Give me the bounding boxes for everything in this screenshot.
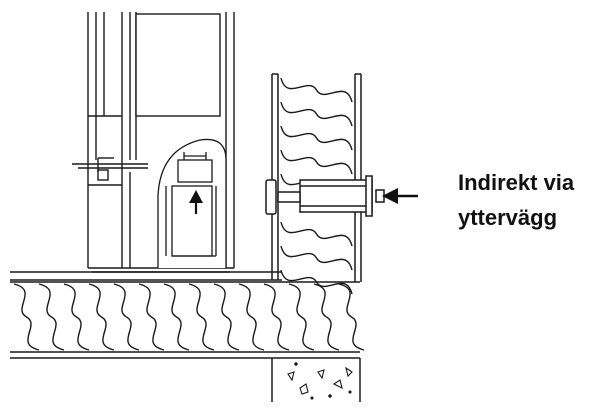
exterior-wall [271, 73, 362, 282]
callout-label-line-1: Indirekt via [458, 170, 575, 195]
callout-label-line-2: yttervägg [458, 205, 558, 230]
floor-board [10, 271, 282, 281]
air-intake-duct [265, 175, 385, 217]
concrete-aggregate [287, 362, 353, 400]
stove-cutaway [157, 138, 227, 268]
up-arrow-icon [189, 190, 203, 214]
floor-insulation [10, 281, 365, 359]
foundation [271, 357, 361, 402]
left-arrow-icon [382, 188, 418, 204]
